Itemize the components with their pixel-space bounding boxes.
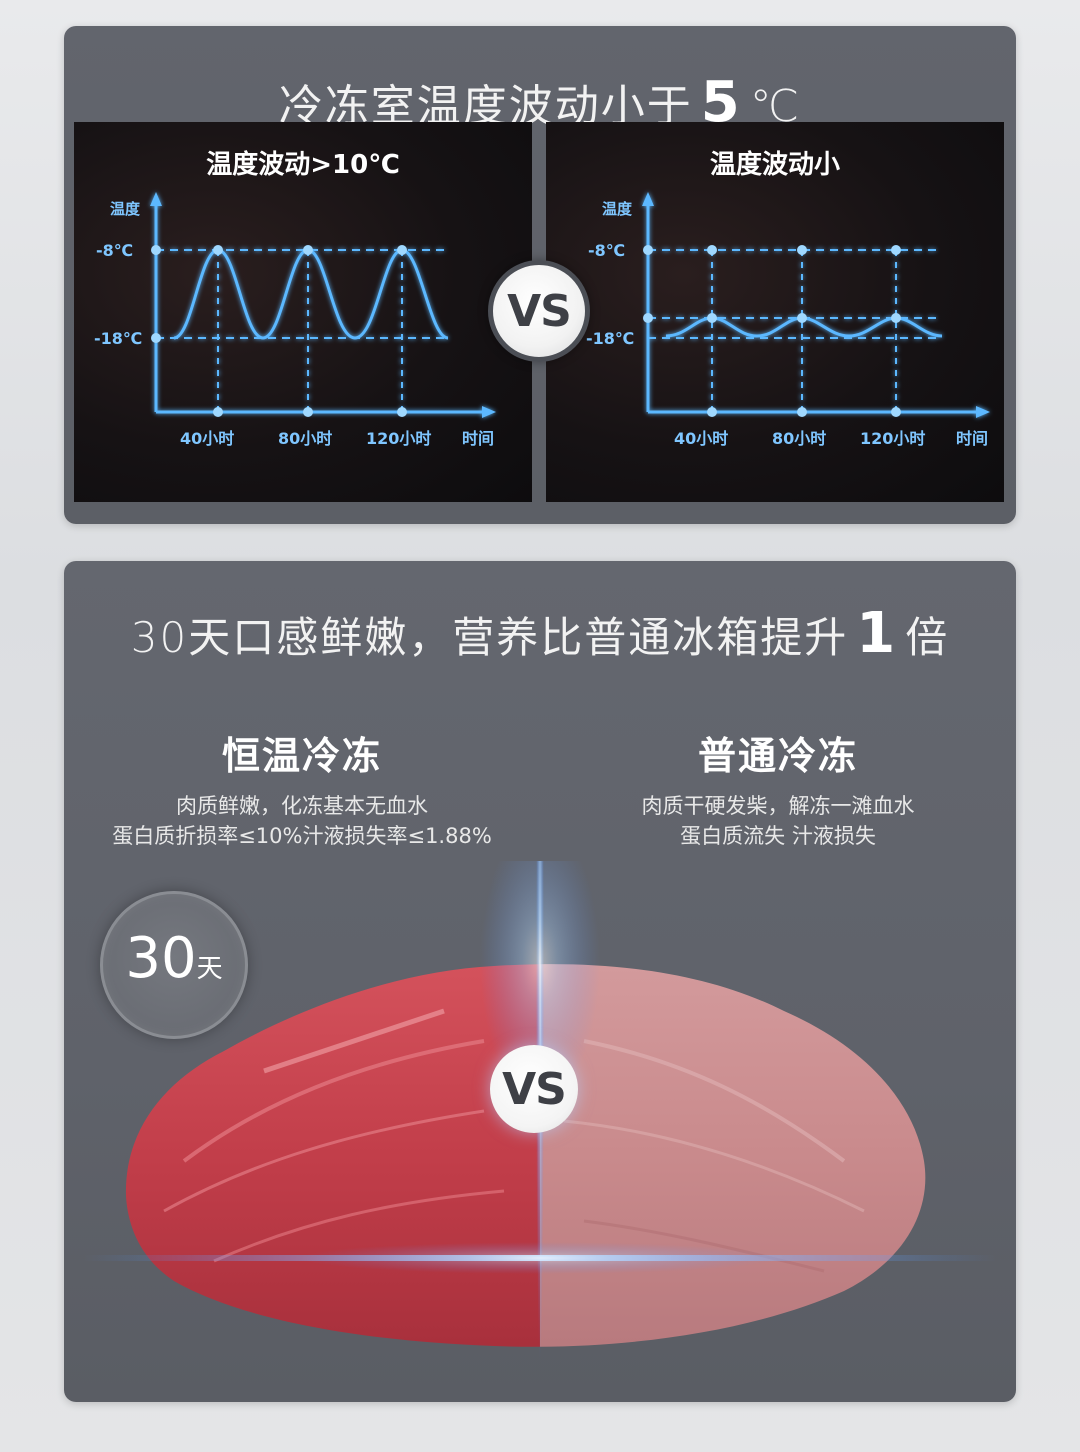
y-tick-high: -8℃ [588,241,625,260]
wave-large [173,248,449,340]
meat-comparison-image [84,861,996,1361]
description-line: 蛋白质流失 汁液损失 [680,824,876,848]
y-axis-label: 温度 [602,200,633,218]
x-axis-label: 时间 [956,429,988,448]
days-number: 30 [125,926,197,991]
headline-number: 1 [856,601,898,666]
days-unit: 天 [196,954,223,984]
y-axis-arrow [150,192,162,206]
y-axis-label: 温度 [110,200,141,218]
y-tick-low: -18℃ [94,329,142,348]
chart-graphic: 温度 -8℃ -18℃ 40小时 80小时 120小时 时间 [94,192,496,448]
x-tick-40: 40小时 [674,429,728,448]
vs-badge: VS [488,260,590,362]
headline-text: 30天口感鲜嫩，营养比普通冰箱提升 [130,613,849,662]
chart-points [151,245,407,417]
constant-freeze-title: 恒温冷冻 [221,734,382,778]
description-line: 肉质鲜嫩，化冻基本无血水 [176,794,428,818]
x-axis-label: 时间 [462,429,494,448]
constant-freeze-description: 肉质鲜嫩，化冻基本无血水 蛋白质折损率≤10%汁液损失率≤1.88% [64,791,540,851]
description-line: 蛋白质折损率≤10%汁液损失率≤1.88% [112,824,492,848]
chart-graphic: 温度 -8℃ -18℃ 40小时 80小时 120小时 时间 [586,192,990,448]
x-tick-80: 80小时 [278,429,332,448]
y-tick-low: -18℃ [586,329,634,348]
y-axis-arrow [642,192,654,206]
x-tick-120: 120小时 [366,429,431,448]
description-line: 肉质干硬发柴，解冻一滩血水 [641,794,915,818]
fluctuation-chart-large: 温度波动>10℃ [74,122,532,502]
x-tick-120: 120小时 [860,429,925,448]
x-tick-40: 40小时 [180,429,234,448]
headline-suffix: 倍 [905,613,950,662]
normal-freeze-description: 肉质干硬发柴，解冻一滩血水 蛋白质流失 汁液损失 [540,791,1016,851]
chart-heading: 温度波动小 [709,150,840,180]
y-tick-high: -8℃ [96,241,133,260]
x-axis-arrow [976,406,990,418]
x-tick-80: 80小时 [772,429,826,448]
chart-heading: 温度波动>10℃ [206,150,400,180]
vs-badge: VS [490,1045,578,1133]
chart-points [643,245,901,417]
x-axis-arrow [482,406,496,418]
fluctuation-chart-small: 温度波动小 [546,122,1004,502]
normal-freeze-title: 普通冷冻 [697,734,858,778]
